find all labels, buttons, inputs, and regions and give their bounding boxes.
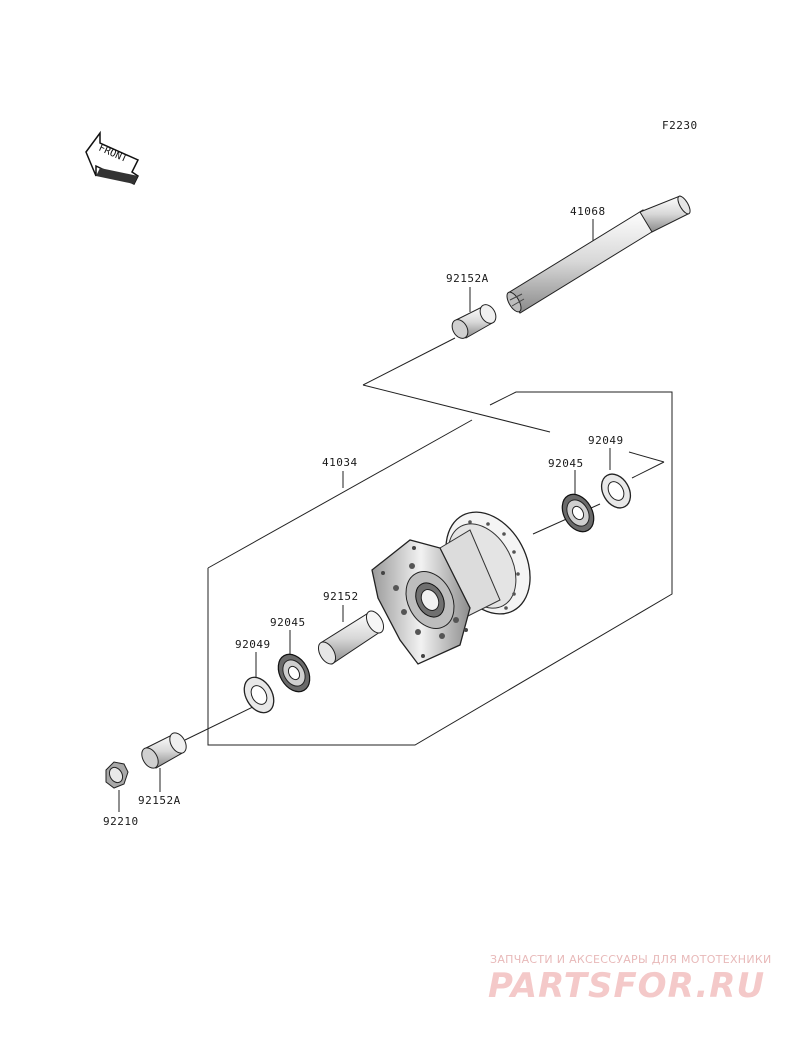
diagram-code-label: F2230 [662,119,698,132]
collar-lower-part [141,732,187,769]
part-label-collar-lower: 92152A [138,794,181,807]
part-label-collar-upper: 92152A [446,272,489,285]
part-label-bearing-right: 92045 [548,457,584,470]
spacer-part [317,610,385,665]
axle-part [506,195,691,314]
part-label-nut: 92210 [103,815,139,828]
seal-left-part [243,676,275,714]
nut-part [105,761,129,789]
seal-right-part [600,473,632,509]
watermark-logo: PARTSFOR.RU [488,966,766,1006]
collar-upper-part [451,304,497,339]
watermark-tagline: ЗАПЧАСТИ И АКСЕССУАРЫ ДЛЯ МОТОТЕХНИКИ [490,953,772,966]
part-label-seal-left: 92049 [235,638,271,651]
part-label-bearing-left: 92045 [270,616,306,629]
bearing-right-part [561,493,595,533]
part-label-hub: 41034 [322,456,358,469]
part-label-axle: 41068 [570,205,606,218]
front-arrow-icon: FRONT [85,130,140,185]
hub-part [371,511,531,665]
part-label-seal-right: 92049 [588,434,624,447]
part-label-spacer: 92152 [323,590,359,603]
bearing-left-part [277,653,311,693]
